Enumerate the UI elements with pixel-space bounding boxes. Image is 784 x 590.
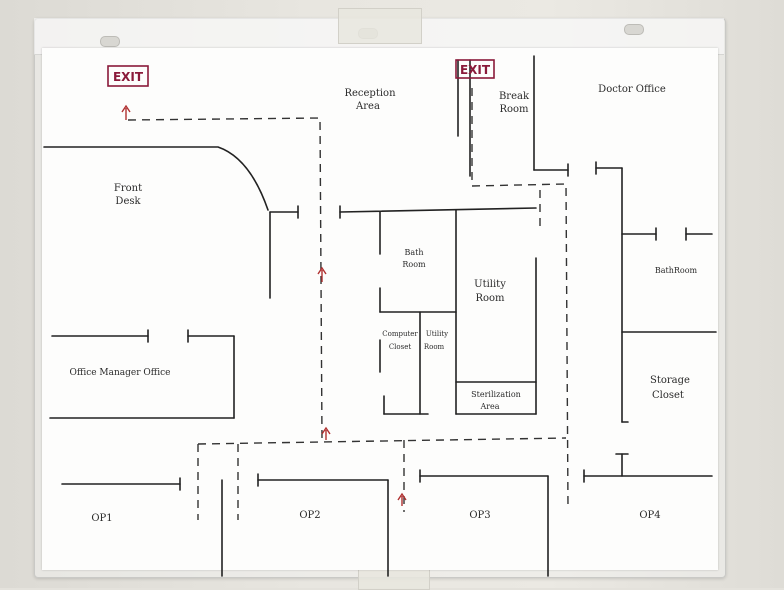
op1-label: OP1: [91, 513, 112, 524]
break-room-label: Room: [499, 104, 529, 115]
evacuation-route: [127, 88, 569, 520]
sterilization-label: Sterilization: [471, 390, 521, 399]
utility-room-label: Room: [475, 293, 505, 304]
exit-sign-right: EXIT: [455, 59, 495, 79]
break-room-label: Break: [499, 91, 530, 102]
front-desk-wall: [43, 146, 269, 211]
tape-top: [338, 8, 422, 44]
exit-sign-left: EXIT: [107, 65, 149, 87]
route-arrows: [121, 104, 407, 506]
arrow-up-icon: [317, 266, 327, 282]
front-desk-label: Front: [114, 183, 142, 194]
op2-label: OP2: [299, 510, 320, 521]
computer-closet-label: Computer: [382, 330, 418, 338]
exit-label: EXIT: [460, 63, 491, 77]
op3-label: OP3: [469, 510, 490, 521]
bath-room-label: Room: [402, 260, 426, 269]
front-desk-label: Desk: [115, 196, 141, 207]
utility-room-small-label: Room: [424, 343, 445, 351]
storage-closet-label: Closet: [652, 390, 684, 401]
computer-closet-label: Closet: [389, 343, 412, 351]
sleeve-hole-right: [624, 24, 644, 35]
storage-closet-label: Storage: [650, 375, 690, 386]
reception-label: Area: [355, 101, 380, 112]
sterilization-label: Area: [479, 402, 499, 411]
arrow-up-icon: [121, 104, 131, 120]
bath-room-right-label: BathRoom: [655, 266, 698, 275]
op4-label: OP4: [639, 510, 660, 521]
utility-room-label: Utility: [474, 279, 506, 290]
office-manager-label: Office Manager Office: [70, 368, 171, 378]
arrow-up-icon: [397, 492, 407, 506]
walls: [43, 55, 717, 577]
sleeve-hole-left: [100, 36, 120, 47]
doctor-office-label: Doctor Office: [598, 84, 666, 95]
bath-room-label: Bath: [404, 248, 423, 257]
reception-label: Reception: [344, 88, 396, 99]
utility-room-small-label: Utility: [426, 330, 448, 338]
exit-label: EXIT: [113, 70, 144, 84]
bath-room-wall: [339, 207, 537, 213]
arrow-up-icon: [321, 426, 331, 440]
